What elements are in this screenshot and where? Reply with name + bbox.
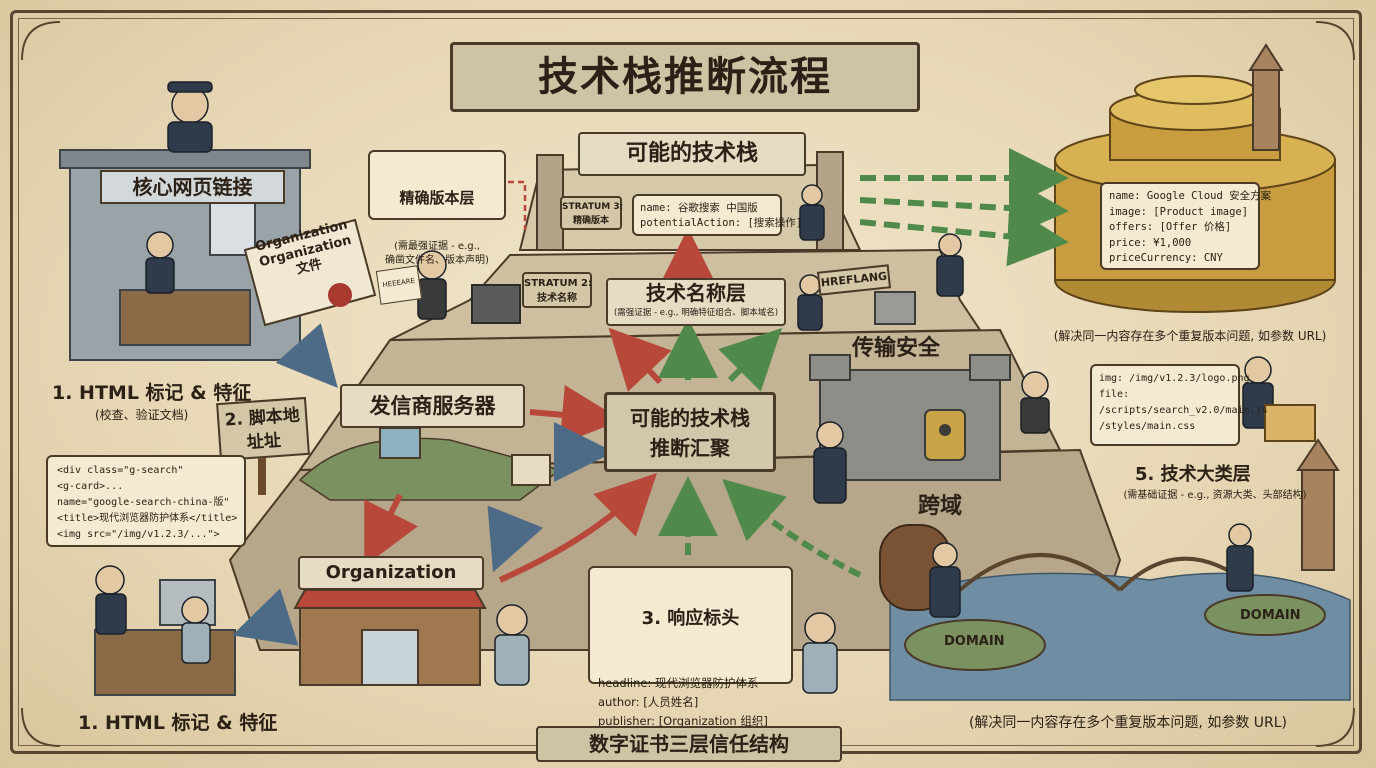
html-marker-label: 1. HTML 标记 & 特征 [52, 382, 252, 404]
title-banner: 技术栈推断流程 [450, 42, 920, 112]
worker-figure-icon [95, 231, 1050, 694]
paper-tag: HEEEARE [375, 265, 423, 305]
arrow-bridge-to-center [722, 478, 862, 578]
tech-name-layer-title: 技术名称层 [646, 281, 746, 305]
castle-fortress-icon [809, 354, 1011, 481]
arrow-dash-to-vault-3 [859, 206, 1069, 267]
folder-icon [1264, 404, 1316, 442]
basket-icon [874, 291, 916, 325]
center-convergence-card: 可能的技术栈 推断汇聚 [604, 392, 776, 472]
asset-paths-card: img: /img/v1.2.3/logo.png file: /scripts… [1090, 364, 1268, 446]
response-header-title: 3. 响应标头 [641, 608, 740, 629]
sign-post [258, 455, 266, 495]
arrow-dash-to-vault-2 [859, 178, 1069, 239]
domain-label-right: DOMAIN [1240, 608, 1301, 623]
stratum3-tag: STRATUM 3: 精确版本 [560, 196, 623, 230]
notice-board-icon [511, 454, 551, 486]
cross-domain-label: 跨域 [918, 494, 963, 519]
arrow-blue-down-center [487, 505, 544, 573]
store-front-icon [293, 589, 487, 686]
response-header-text: headline: 现代浏览器防护体系 author: [人员姓名] publi… [598, 676, 768, 728]
html-code-snippet: <div class="g-search" <g-card>... name="… [46, 455, 246, 547]
summit-pillar [536, 154, 564, 251]
arrow-blue-left [232, 588, 299, 646]
script-address-sign: 2. 脚本地 址址 [216, 396, 310, 462]
arrow-diag-red [608, 327, 672, 392]
corner-ornament-icon [21, 21, 1355, 747]
precise-layer-card: 精确版本层 (需最强证据 - e.g., 确凿文件名、版本声明) [368, 150, 506, 266]
printer-icon [471, 284, 521, 324]
category-layer-sub: (需基础证据 - e.g., 资源大类、头部结构) [1123, 490, 1307, 501]
page-title: 技术栈推断流程 [538, 54, 832, 100]
tech-name-layer-card: 技术名称层 (需强证据 - e.g., 明确特征组合、脚本域名) [606, 278, 786, 326]
island-left [904, 619, 1046, 671]
building-sign: 核心网页链接 [100, 170, 285, 204]
arrow-blue-down [275, 323, 338, 389]
arrow-garden-down [364, 493, 418, 567]
category-layer-title: 5. 技术大类层 [1135, 464, 1251, 485]
envelope-icon [243, 218, 377, 327]
html-marker-label-bottom: 1. HTML 标记 & 特征 [78, 712, 278, 734]
arrow-sender-to-center [529, 384, 622, 445]
precise-layer-title: 精确版本层 [399, 189, 475, 207]
footer-banner: 数字证书三层信任结构 [536, 726, 842, 762]
transport-security-label: 传输安全 [852, 336, 941, 361]
organization-sign: Organization [298, 556, 484, 590]
html-marker-sub: (校查、验证文档) [95, 408, 189, 422]
dashed-link-precise [508, 180, 527, 230]
summit-tablet: name: 谷歌搜索 中国版 potentialAction: [搜索操作] [632, 194, 802, 236]
bottom-right-caption: (解决同一内容存在多个重复版本问题, 如参数 URL) [968, 715, 1288, 731]
picture-frame-icon [379, 427, 421, 459]
stratum2-tag: STRATUM 2: 技术名称 [522, 272, 592, 308]
island-right [1204, 594, 1326, 636]
tech-name-layer-sub: (需强证据 - e.g., 明确特征组合、脚本域名) [613, 308, 779, 318]
arrow-diag-green [718, 328, 782, 392]
clock-tower-icon [1248, 43, 1340, 571]
vault-caption: (解决同一内容存在多个重复版本问题, 如参数 URL) [1053, 329, 1327, 343]
vault-data-card: name: Google Cloud 安全方案 image: [Product … [1100, 182, 1271, 270]
summit-banner: 可能的技术栈 [578, 132, 806, 176]
precise-layer-sub: (需最强证据 - e.g., 确凿文件名、版本声明) [385, 241, 489, 266]
guard-figure-icon [167, 81, 1274, 618]
sender-server-card: 发信商服务器 [340, 384, 525, 428]
domain-label-left: DOMAIN [944, 634, 1005, 649]
response-header-card: 3. 响应标头 headline: 现代浏览器防护体系 author: [人员姓… [588, 566, 793, 728]
